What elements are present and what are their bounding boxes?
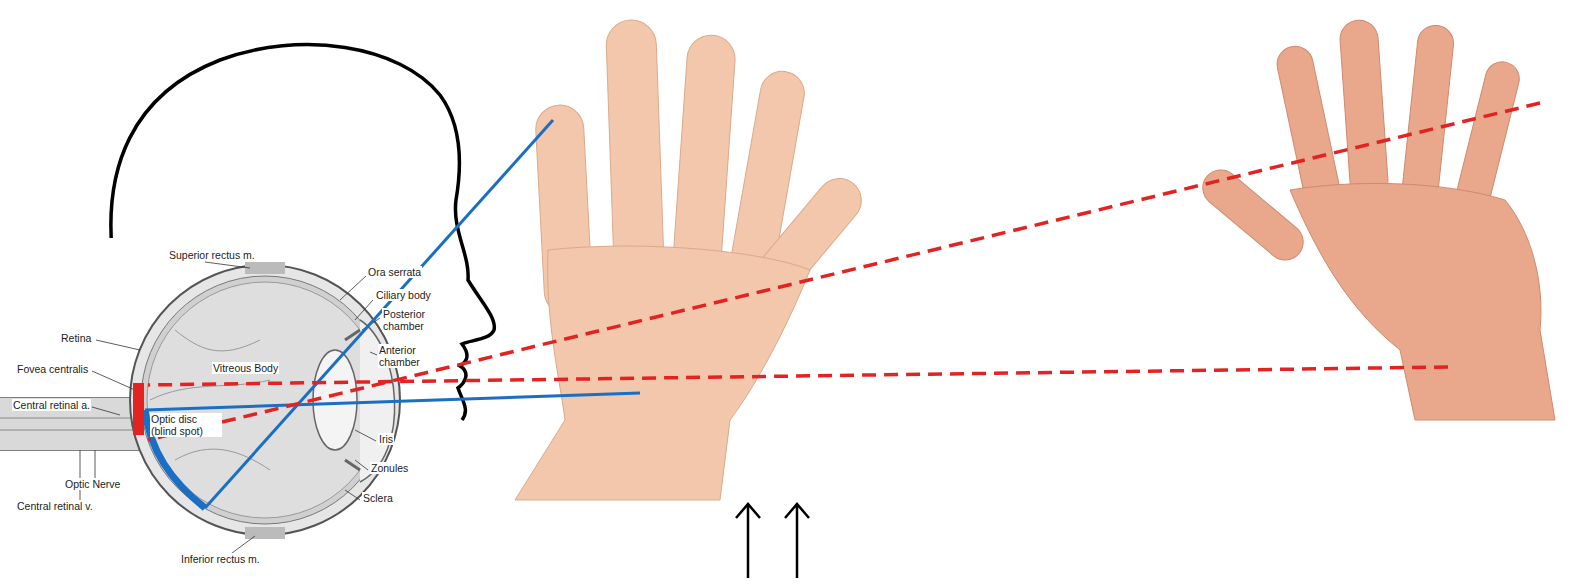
part-label: Iris: [378, 433, 394, 445]
part-label: Optic Nerve: [64, 478, 121, 490]
part-label: Inferior rectus m.: [180, 553, 261, 565]
part-label: Ora serrata: [367, 266, 422, 278]
part-label: Central retinal a.: [12, 399, 91, 411]
sight-line: [148, 367, 1448, 385]
part-label: Retina: [60, 332, 92, 344]
sight-line: [205, 120, 553, 508]
part-label: Anterior chamber: [378, 344, 432, 368]
far-hand: [1195, 19, 1555, 420]
part-label: Ciliary body: [375, 289, 432, 301]
part-label: Vitreous Body: [212, 362, 279, 374]
near-hand: [515, 19, 870, 500]
eye-panel: [0, 238, 432, 573]
part-label: Fovea centralis: [16, 363, 89, 375]
part-label: Posterior chamber: [382, 308, 436, 332]
part-label: Optic disc (blind spot): [150, 413, 222, 437]
sight-line: [148, 103, 1540, 440]
part-label: Superior rectus m.: [168, 249, 256, 261]
part-label: Sclera: [362, 492, 394, 504]
retina-image: [133, 383, 144, 435]
up-arrows: [736, 504, 809, 578]
part-label: Zonules: [370, 462, 409, 474]
part-label: Central retinal v.: [16, 500, 94, 512]
sight-line: [145, 393, 640, 410]
